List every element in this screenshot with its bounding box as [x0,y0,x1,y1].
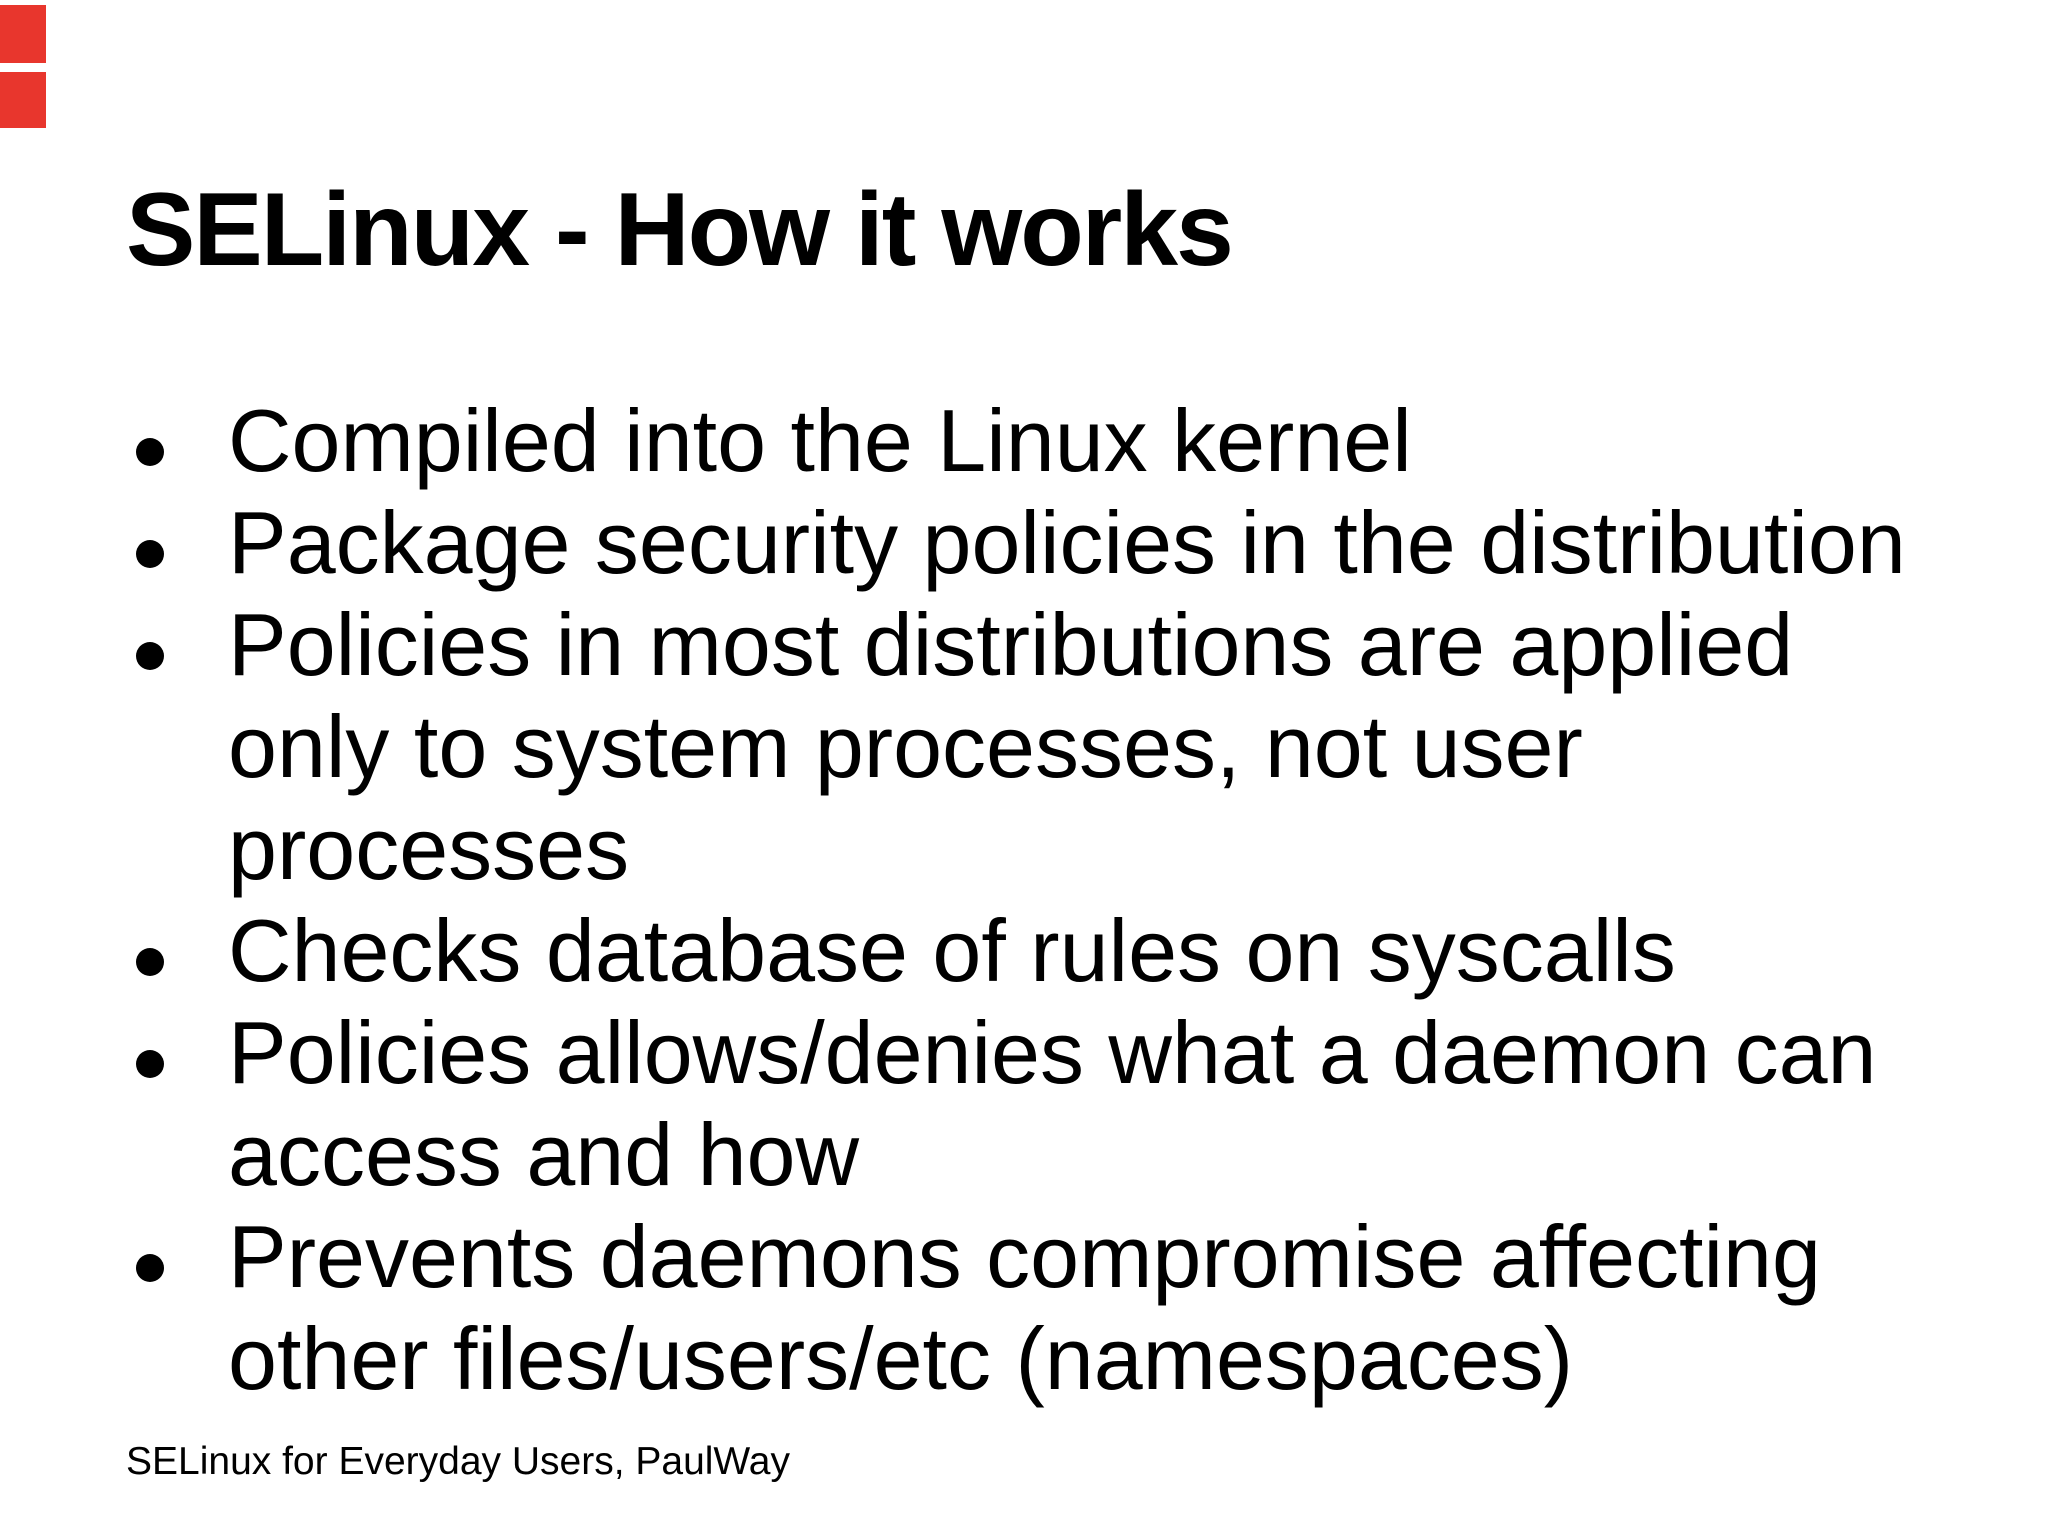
slide-title: SELinux - How it works [126,172,1234,288]
bullet-line: Policies in most distributions are appli… [228,595,1794,694]
red-marker-bar-top [0,5,46,63]
bullet-item: Checks database of rules on syscalls [126,900,1906,1002]
red-marker-bar-bottom [0,72,46,128]
bullet-item: Policies in most distributions are appli… [126,594,1906,900]
bullet-item: Compiled into the Linux kernel [126,390,1906,492]
slide-footer: SELinux for Everyday Users, PaulWay [126,1440,790,1483]
bullet-line: other files/users/etc (namespaces) [228,1309,1574,1408]
bullet-item: Package security policies in the distrib… [126,492,1906,594]
bullet-line: Policies allows/denies what a daemon can [228,1003,1877,1102]
bullet-line: access and how [228,1105,860,1204]
bullet-line: Checks database of rules on syscalls [228,901,1676,1000]
bullet-line: processes [228,799,630,898]
bullet-line: only to system processes, not user [228,697,1583,796]
bullet-item: Policies allows/denies what a daemon can… [126,1002,1906,1206]
bullet-line: Prevents daemons compromise affecting [228,1207,1821,1306]
bullet-line: Compiled into the Linux kernel [228,391,1412,490]
bullet-line: Package security policies in the distrib… [228,493,1906,592]
